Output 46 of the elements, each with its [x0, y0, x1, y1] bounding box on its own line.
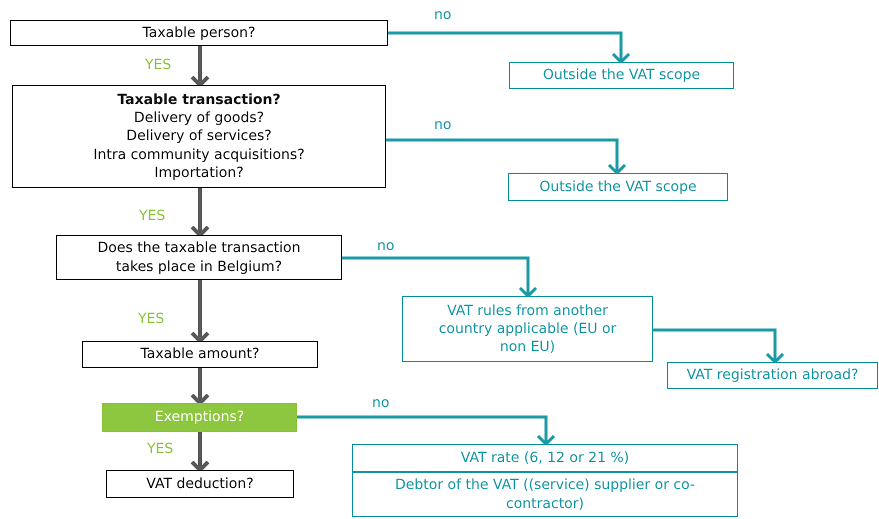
- edge-label: YES: [147, 441, 174, 457]
- arrow: [297, 416, 556, 446]
- question-box: [56, 235, 342, 280]
- outcome-box: [352, 472, 738, 517]
- node-text: Does the taxable transaction takes place in Belgium?: [96, 239, 302, 276]
- arrow: [190, 188, 210, 237]
- node-text: Intra community acquisitions?: [93, 146, 305, 164]
- edge-label: no: [434, 117, 452, 133]
- edge-label: YES: [138, 311, 164, 327]
- arrow: [190, 280, 210, 343]
- node-text: Outside the VAT scope: [542, 66, 700, 85]
- outcome-box: [402, 296, 653, 362]
- arrow: [190, 368, 210, 405]
- decision-box: [102, 403, 297, 432]
- node-text: Debtor of the VAT ((service) supplier or co-contractor): [394, 476, 696, 513]
- question-box: [10, 20, 388, 46]
- outcome-box: [667, 362, 878, 389]
- arrow: [386, 138, 626, 174]
- node-text: Outside the VAT scope: [539, 178, 697, 196]
- node-text: VAT deduction?: [146, 474, 254, 494]
- arrow: [653, 328, 784, 364]
- node-text: Taxable amount?: [140, 345, 260, 364]
- heading-text: Taxable transaction?: [117, 91, 281, 110]
- arrow: [342, 256, 538, 298]
- edge-label: no: [377, 238, 394, 254]
- node-text: Delivery of services?: [126, 127, 272, 146]
- outcome-box: [509, 62, 734, 89]
- edge-label: no: [434, 7, 452, 23]
- node-text: Taxable person?: [142, 24, 256, 42]
- edge-label: YES: [139, 208, 166, 224]
- arrow: [190, 46, 210, 87]
- question-box: [106, 470, 294, 498]
- node-text: Importation?: [154, 164, 244, 182]
- arrow: [388, 32, 630, 64]
- question-box: [12, 85, 386, 188]
- edge-label: no: [372, 395, 390, 411]
- node-text: Delivery of goods?: [134, 109, 264, 128]
- arrow: [190, 432, 210, 472]
- node-text: VAT registration abroad?: [686, 366, 858, 385]
- question-box: [82, 341, 318, 368]
- node-text: VAT rate (6, 12 or 21 %): [460, 448, 630, 468]
- node-text: VAT rules from another country applicable (EU or non EU): [438, 302, 618, 356]
- node-text: Exemptions?: [154, 408, 244, 427]
- edge-label: YES: [145, 57, 172, 73]
- outcome-box: [508, 173, 728, 201]
- outcome-box: [352, 444, 738, 472]
